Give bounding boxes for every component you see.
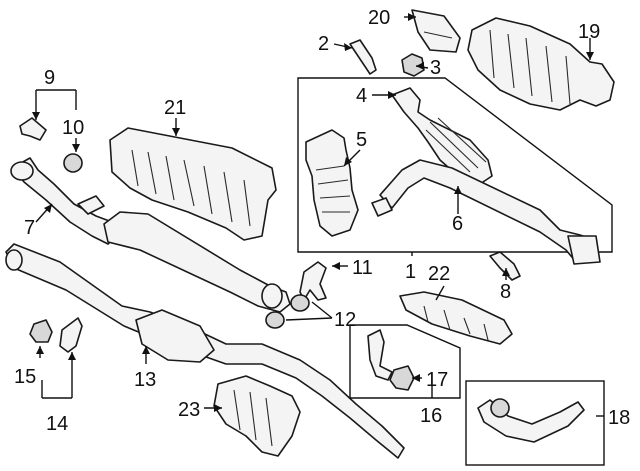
insulator-17[interactable]	[389, 365, 415, 391]
callout-3: 3	[430, 57, 441, 79]
hanger-group-outline	[349, 324, 461, 399]
hanger-bracket-11[interactable]	[299, 261, 327, 301]
rear-muffler-tailpipe[interactable]	[5, 243, 405, 459]
insulator-12-upper[interactable]	[290, 294, 310, 312]
callout-21: 21	[164, 97, 186, 119]
callout-23: 23	[178, 399, 200, 421]
callout-10: 10	[62, 117, 84, 139]
heat-shield-21[interactable]	[109, 127, 277, 241]
callout-20: 20	[368, 7, 390, 29]
callout-18: 18	[608, 407, 630, 429]
callout-22: 22	[428, 263, 450, 285]
intermediate-muffler-pipe[interactable]	[103, 211, 291, 313]
heat-shield-23[interactable]	[213, 375, 301, 457]
oxygen-sensor[interactable]	[349, 39, 377, 75]
callout-14: 14	[46, 413, 68, 435]
tailpipe-extension-outline	[465, 380, 605, 466]
callout-1: 1	[405, 261, 416, 283]
callout-9: 9	[44, 67, 55, 89]
heat-shield-20[interactable]	[411, 9, 461, 53]
catalytic-converter-assembly[interactable]	[371, 87, 601, 265]
insulator-15[interactable]	[29, 319, 53, 343]
callout-8: 8	[500, 281, 511, 303]
bracket-9[interactable]	[19, 117, 47, 141]
bracket-14[interactable]	[59, 317, 83, 353]
insulator-10[interactable]	[63, 153, 83, 173]
bolt[interactable]	[489, 251, 521, 281]
manifold-catalytic-converter[interactable]	[305, 129, 359, 237]
callout-6: 6	[452, 213, 463, 235]
callout-11: 11	[352, 257, 373, 279]
callout-13: 13	[134, 369, 156, 391]
callout-19: 19	[578, 21, 600, 43]
callout-2: 2	[318, 33, 329, 55]
insulator-12-lower[interactable]	[265, 311, 285, 329]
hanger-bracket-16[interactable]	[367, 329, 393, 381]
heat-shield-22[interactable]	[399, 291, 513, 345]
callout-4: 4	[356, 85, 367, 107]
callout-7: 7	[24, 217, 35, 239]
callout-15: 15	[14, 366, 36, 388]
callout-17: 17	[426, 369, 448, 391]
callout-16: 16	[420, 405, 442, 427]
arrow-heads	[32, 13, 594, 412]
callout-12: 12	[334, 309, 356, 331]
heat-shield-19[interactable]	[467, 17, 615, 111]
tailpipe-extension[interactable]	[477, 398, 585, 443]
catalytic-converter-group-outline	[297, 77, 613, 253]
callout-labels: 1 2 3 4 5 6 7 8 9 10 11 12 13 14 15 16 1…	[14, 7, 630, 435]
callout-5: 5	[356, 129, 367, 151]
